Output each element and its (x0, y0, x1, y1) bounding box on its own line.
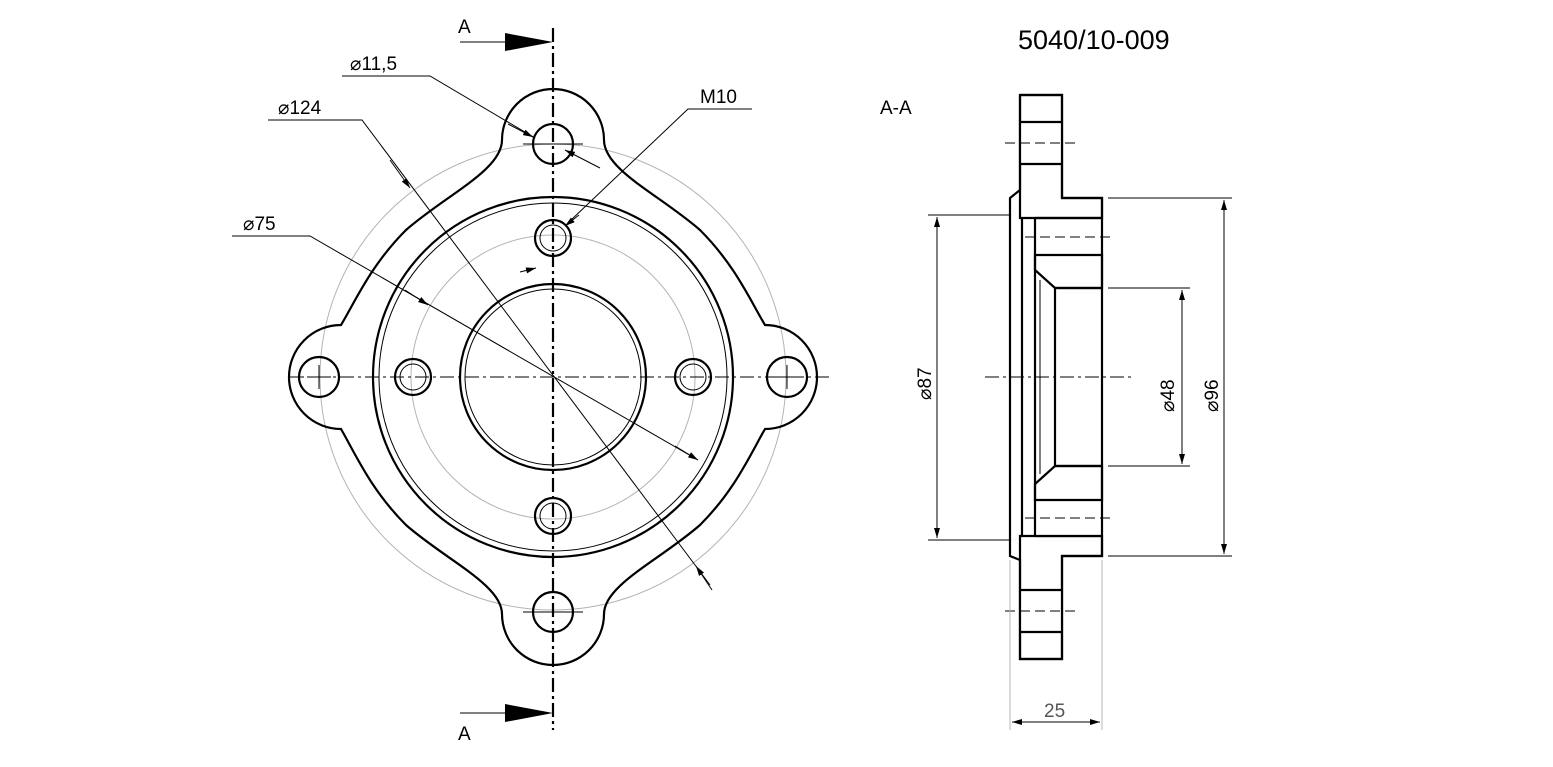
dim-bolt-hole-text: ⌀11,5 (350, 54, 397, 75)
dim-outer-bolt-circle-text: ⌀124 (278, 98, 322, 119)
dim-left-diameter-text: ⌀87 (915, 367, 936, 400)
dim-inner-bolt-circle-text: ⌀75 (243, 214, 276, 235)
front-view: A A ⌀11,5 ⌀124 M10 (232, 17, 830, 745)
section-view-label: A-A (880, 98, 912, 119)
flange-outline (287, 87, 819, 667)
dim-outer-bolt-circle: ⌀124 (268, 98, 713, 591)
dim-right-diameter: ⌀96 (1108, 197, 1232, 557)
dim-width: 25 (1009, 560, 1103, 730)
section-hidden-lines (1005, 142, 1115, 612)
dim-right-diameter-text: ⌀96 (1202, 379, 1223, 412)
section-outline (1008, 93, 1104, 661)
section-marker-top-label: A (458, 17, 471, 38)
dim-left-diameter: ⌀87 (915, 214, 1010, 541)
dim-bolt-hole: ⌀11,5 (342, 54, 601, 169)
dim-bore-text: ⌀48 (1158, 379, 1179, 412)
section-marker-top: A (458, 17, 553, 51)
dim-thread: M10 (519, 87, 752, 274)
section-view: A-A 5040/10-009 (880, 25, 1232, 730)
dim-width-text: 25 (1044, 701, 1065, 722)
section-marker-bottom: A (458, 704, 553, 745)
dim-inner-bolt-circle: ⌀75 (232, 214, 699, 461)
dim-thread-text: M10 (700, 87, 737, 108)
section-marker-bottom-label: A (458, 724, 471, 745)
dim-bore: ⌀48 (1108, 287, 1190, 467)
part-number: 5040/10-009 (1018, 25, 1170, 55)
